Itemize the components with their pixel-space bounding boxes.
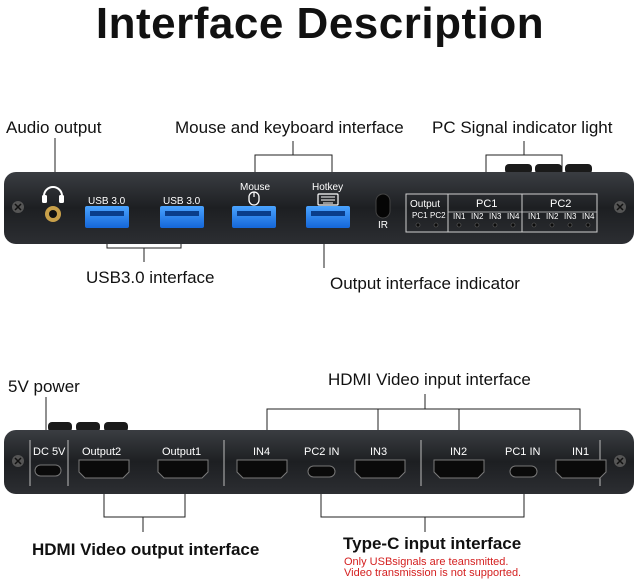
hotkey-port-label: Hotkey — [312, 182, 343, 193]
output-indicator-callout: Output interface indicator — [330, 274, 520, 293]
pc1-led-label: IN1 — [453, 212, 466, 221]
typec-input-callout: Type-C input interface — [343, 534, 522, 553]
typec-note-line-1: Only USBsignals are teansmitted. — [344, 556, 509, 568]
mouse-icon — [248, 191, 260, 206]
typec-note-line-2: Video transmission is not supported. — [344, 567, 522, 579]
hdmi-output-callout: HDMI Video output interface — [32, 540, 260, 559]
leader-lines-bottom — [45, 394, 581, 532]
pc2-led-label: IN3 — [564, 212, 577, 221]
usb-port-2-label: USB 3.0 — [163, 196, 201, 207]
pc1-led-label: IN2 — [471, 212, 484, 221]
output-led-label: PC2 — [430, 211, 446, 220]
pc1-led-label: IN4 — [507, 212, 520, 221]
output2-label: Output2 — [82, 446, 121, 458]
keyboard-icon — [317, 193, 339, 206]
headphone-icon — [42, 186, 64, 203]
mouse-keyboard-callout: Mouse and keyboard interface — [175, 118, 404, 137]
pc1-led-label: IN3 — [489, 212, 502, 221]
usb30-callout: USB3.0 interface — [86, 268, 215, 287]
pc1-in-label: PC1 IN — [505, 446, 541, 458]
pc-signal-callout: PC Signal indicator light — [432, 118, 613, 137]
dc-label: DC 5V — [33, 446, 66, 458]
pc1-group-title: PC1 — [476, 198, 497, 210]
pc2-group-title: PC2 — [550, 198, 571, 210]
pc2-in-label: PC2 IN — [304, 446, 340, 458]
pc2-led-label: IN2 — [546, 212, 559, 221]
in2-label: IN2 — [450, 446, 467, 458]
ir-label: IR — [378, 220, 388, 231]
pc2-led-label: IN1 — [528, 212, 541, 221]
bottom-panel — [4, 422, 634, 494]
in4-label: IN4 — [253, 446, 270, 458]
output1-label: Output1 — [162, 446, 201, 458]
pc2-led-label: IN4 — [582, 212, 595, 221]
output-group-title: Output — [410, 199, 440, 210]
in3-label: IN3 — [370, 446, 387, 458]
power-5v-callout: 5V power — [8, 377, 80, 396]
usb-port-1-label: USB 3.0 — [88, 196, 126, 207]
page-title: Interface Description — [95, 0, 545, 48]
output-led-label: PC1 — [412, 211, 428, 220]
mouse-port-label: Mouse — [240, 182, 270, 193]
hdmi-input-callout: HDMI Video input interface — [328, 370, 531, 389]
in1-label: IN1 — [572, 446, 589, 458]
audio-output-callout: Audio output — [6, 118, 102, 137]
top-panel — [4, 164, 634, 244]
